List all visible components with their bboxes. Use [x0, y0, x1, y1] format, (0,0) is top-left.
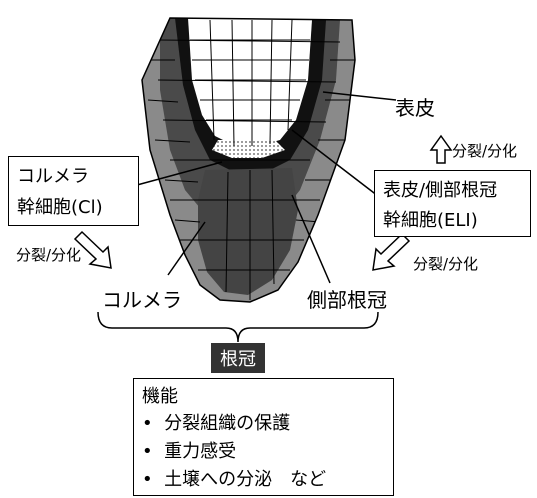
functions-title: 機能: [142, 386, 178, 407]
cl-line1: コルメラ: [17, 166, 89, 187]
pointer-lines: [136, 91, 397, 284]
columella-stem-cell-box: コルメラ 幹細胞(Cl): [8, 156, 139, 226]
division-label-right: 分裂/分化: [413, 255, 479, 273]
bullet: •: [142, 469, 153, 490]
function-item-text: 分裂組織の保護: [164, 413, 291, 434]
epidermis-lateral-stem-cell-box: 表皮/側部根冠 幹細胞(ELI): [374, 170, 531, 237]
function-item: • 土壌への分泌 など: [142, 465, 326, 491]
function-item: • 分裂組織の保護: [142, 409, 290, 435]
division-label-top: 分裂/分化: [452, 142, 518, 160]
lateral-root-cap-label: 側部根冠: [307, 288, 387, 312]
epidermis-label: 表皮: [395, 96, 435, 120]
root-cap-label: 根冠: [211, 343, 265, 373]
eli-line1: 表皮/側部根冠: [383, 180, 498, 201]
bullet: •: [142, 441, 153, 462]
function-item-text: 土壌への分泌 など: [164, 469, 327, 490]
root-tip: [141, 17, 356, 303]
function-item: • 重力感受: [142, 437, 236, 463]
eli-line2: 幹細胞(ELI): [383, 210, 478, 231]
brace: [97, 311, 379, 343]
root-cap-text: 根冠: [220, 349, 256, 370]
arrows: [73, 134, 453, 271]
division-label-left: 分裂/分化: [16, 246, 82, 264]
function-item-text: 重力感受: [164, 441, 237, 462]
cl-line2: 幹細胞(Cl): [17, 197, 103, 218]
bullet: •: [142, 413, 153, 434]
columella-label: コルメラ: [102, 288, 182, 312]
functions-box: 機能 • 分裂組織の保護 • 重力感受 • 土壌への分泌 など: [133, 378, 394, 496]
